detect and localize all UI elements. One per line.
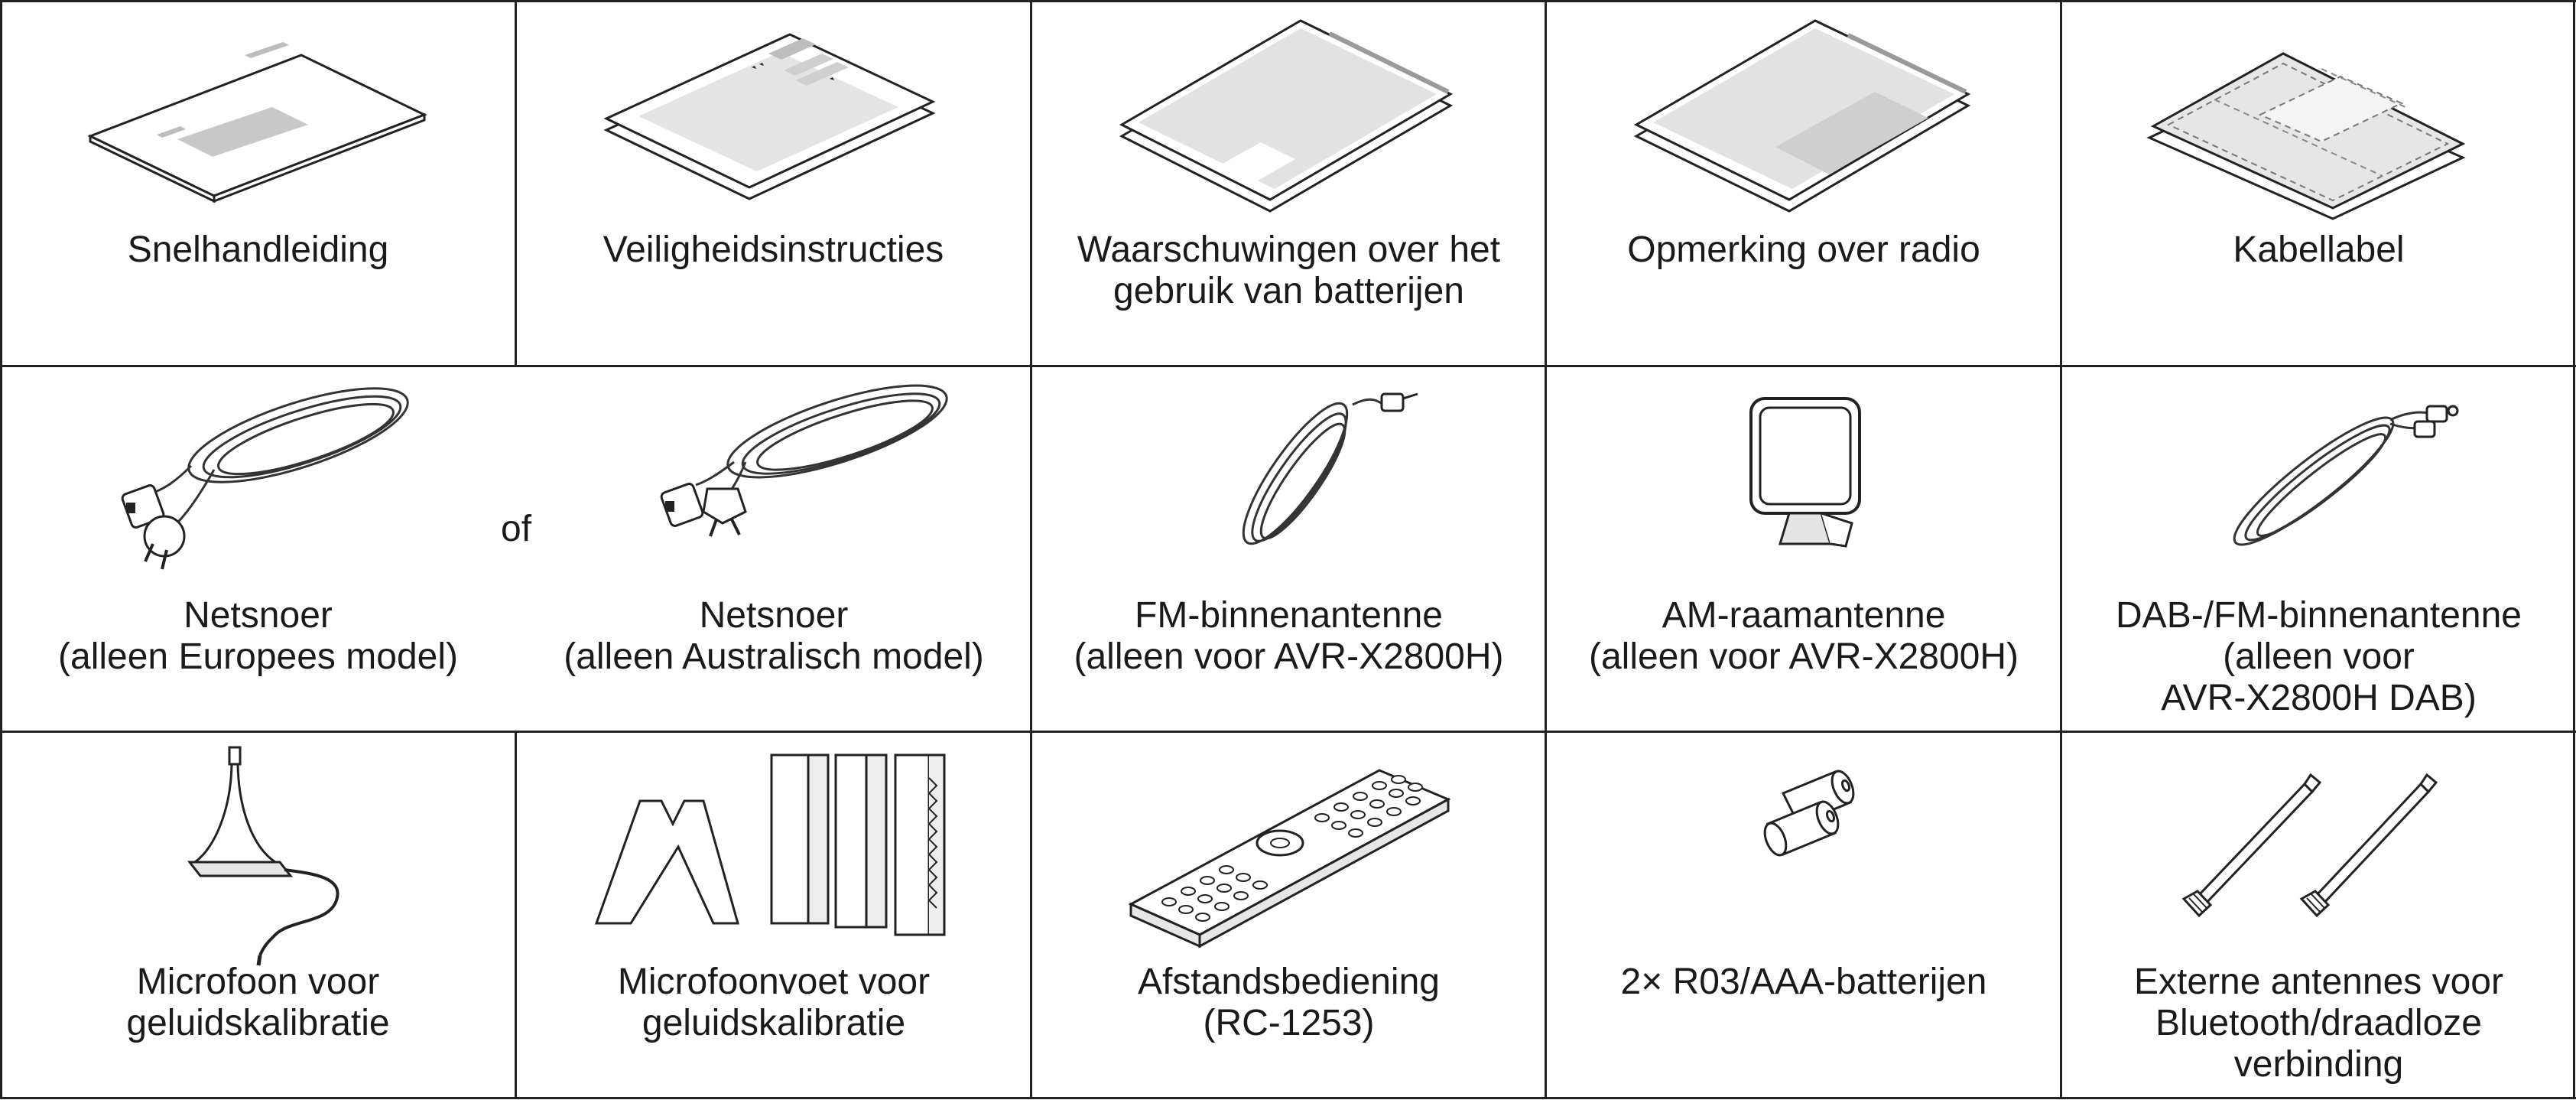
dab-antenna-illustration (2233, 405, 2459, 546)
power-cord-au-illustration (660, 384, 948, 537)
cell-safety-instructions: Veiligheidsinstructies (516, 0, 1031, 366)
mic-stand-label: Microfoonvoet voor geluidskalibratie (617, 962, 931, 1043)
cable-label-illustration (2146, 52, 2466, 220)
cell-battery-warnings: Waarschuwingen over het gebruik van batt… (1031, 0, 1546, 366)
power-cord-au-label: Netsnoer (alleen Australisch model) (564, 595, 984, 677)
cell-power-cords: of Netsnoer (alleen Europees model) Nets… (0, 366, 1031, 732)
cable-label-label: Kabellabel (2233, 229, 2405, 270)
external-antennas-label: Externe antennes voor Bluetooth/draadloz… (2134, 962, 2503, 1085)
grid-col-divider-3 (1545, 0, 1547, 1099)
cell-mic-stand: Microfoonvoet voor geluidskalibratie (516, 732, 1031, 1100)
batteries-illustration (1763, 770, 1855, 857)
batteries-label: 2× R03/AAA-batterijen (1620, 962, 1987, 1002)
grid-col-divider-2 (1030, 0, 1032, 1099)
dab-antenna-label: DAB-/FM-binnenantenne (alleen voor AVR-X… (2116, 595, 2522, 718)
grid-col-divider-1-row1 (515, 0, 517, 366)
radio-note-label: Opmerking over radio (1627, 229, 1980, 270)
battery-warnings-illustration (1119, 19, 1454, 213)
fm-antenna-label: FM-binnenantenne (alleen voor AVR-X2800H… (1074, 595, 1504, 677)
microphone-label: Microfoon voor geluidskalibratie (126, 962, 390, 1043)
grid-border-bottom (0, 1097, 2576, 1099)
quick-guide-label: Snelhandleiding (127, 229, 389, 270)
cell-dab-antenna: DAB-/FM-binnenantenne (alleen voor AVR-X… (2061, 366, 2576, 732)
cell-external-antennas: Externe antennes voor Bluetooth/draadloz… (2061, 732, 2576, 1100)
mic-stand-illustration (594, 753, 946, 936)
power-cord-eu-label: Netsnoer (alleen Europees model) (58, 595, 458, 677)
grid-border-left (0, 0, 2, 1099)
grid-border-right (2573, 0, 2575, 1099)
power-cord-eu-illustration (121, 387, 409, 570)
cell-batteries: 2× R03/AAA-batterijen (1546, 732, 2061, 1100)
remote-illustration (1128, 769, 1451, 949)
cell-microphone: Microfoon voor geluidskalibratie (0, 732, 516, 1100)
cell-am-antenna: AM-raamantenne (alleen voor AVR-X2800H) (1546, 366, 2061, 732)
cell-remote: Afstandsbediening (RC-1253) (1031, 732, 1546, 1100)
safety-instructions-illustration (603, 33, 936, 200)
grid-col-divider-4 (2060, 0, 2062, 1099)
cell-radio-note: Opmerking over radio (1546, 0, 2061, 366)
fm-antenna-illustration (1242, 392, 1418, 545)
safety-instructions-label: Veiligheidsinstructies (603, 229, 944, 270)
grid-border-top (0, 0, 2576, 2)
cell-quick-guide: Snelhandleiding (0, 0, 516, 366)
am-antenna-illustration (1749, 397, 1861, 548)
grid-row-divider-2 (0, 731, 2576, 733)
remote-label: Afstandsbediening (RC-1253) (1138, 962, 1440, 1043)
or-separator: of (501, 509, 532, 549)
am-antenna-label: AM-raamantenne (alleen voor AVR-X2800H) (1588, 595, 2019, 677)
cell-cable-label: Kabellabel (2061, 0, 2576, 366)
external-antennas-illustration (2181, 773, 2438, 918)
grid-col-divider-1-row3 (515, 731, 517, 1099)
cell-fm-antenna: FM-binnenantenne (alleen voor AVR-X2800H… (1031, 366, 1546, 732)
battery-warnings-label: Waarschuwingen over het gebruik van batt… (1077, 229, 1501, 311)
grid-row-divider-1 (0, 365, 2576, 367)
quick-guide-illustration (87, 42, 427, 203)
radio-note-illustration (1633, 19, 1971, 213)
microphone-illustration (187, 746, 339, 966)
